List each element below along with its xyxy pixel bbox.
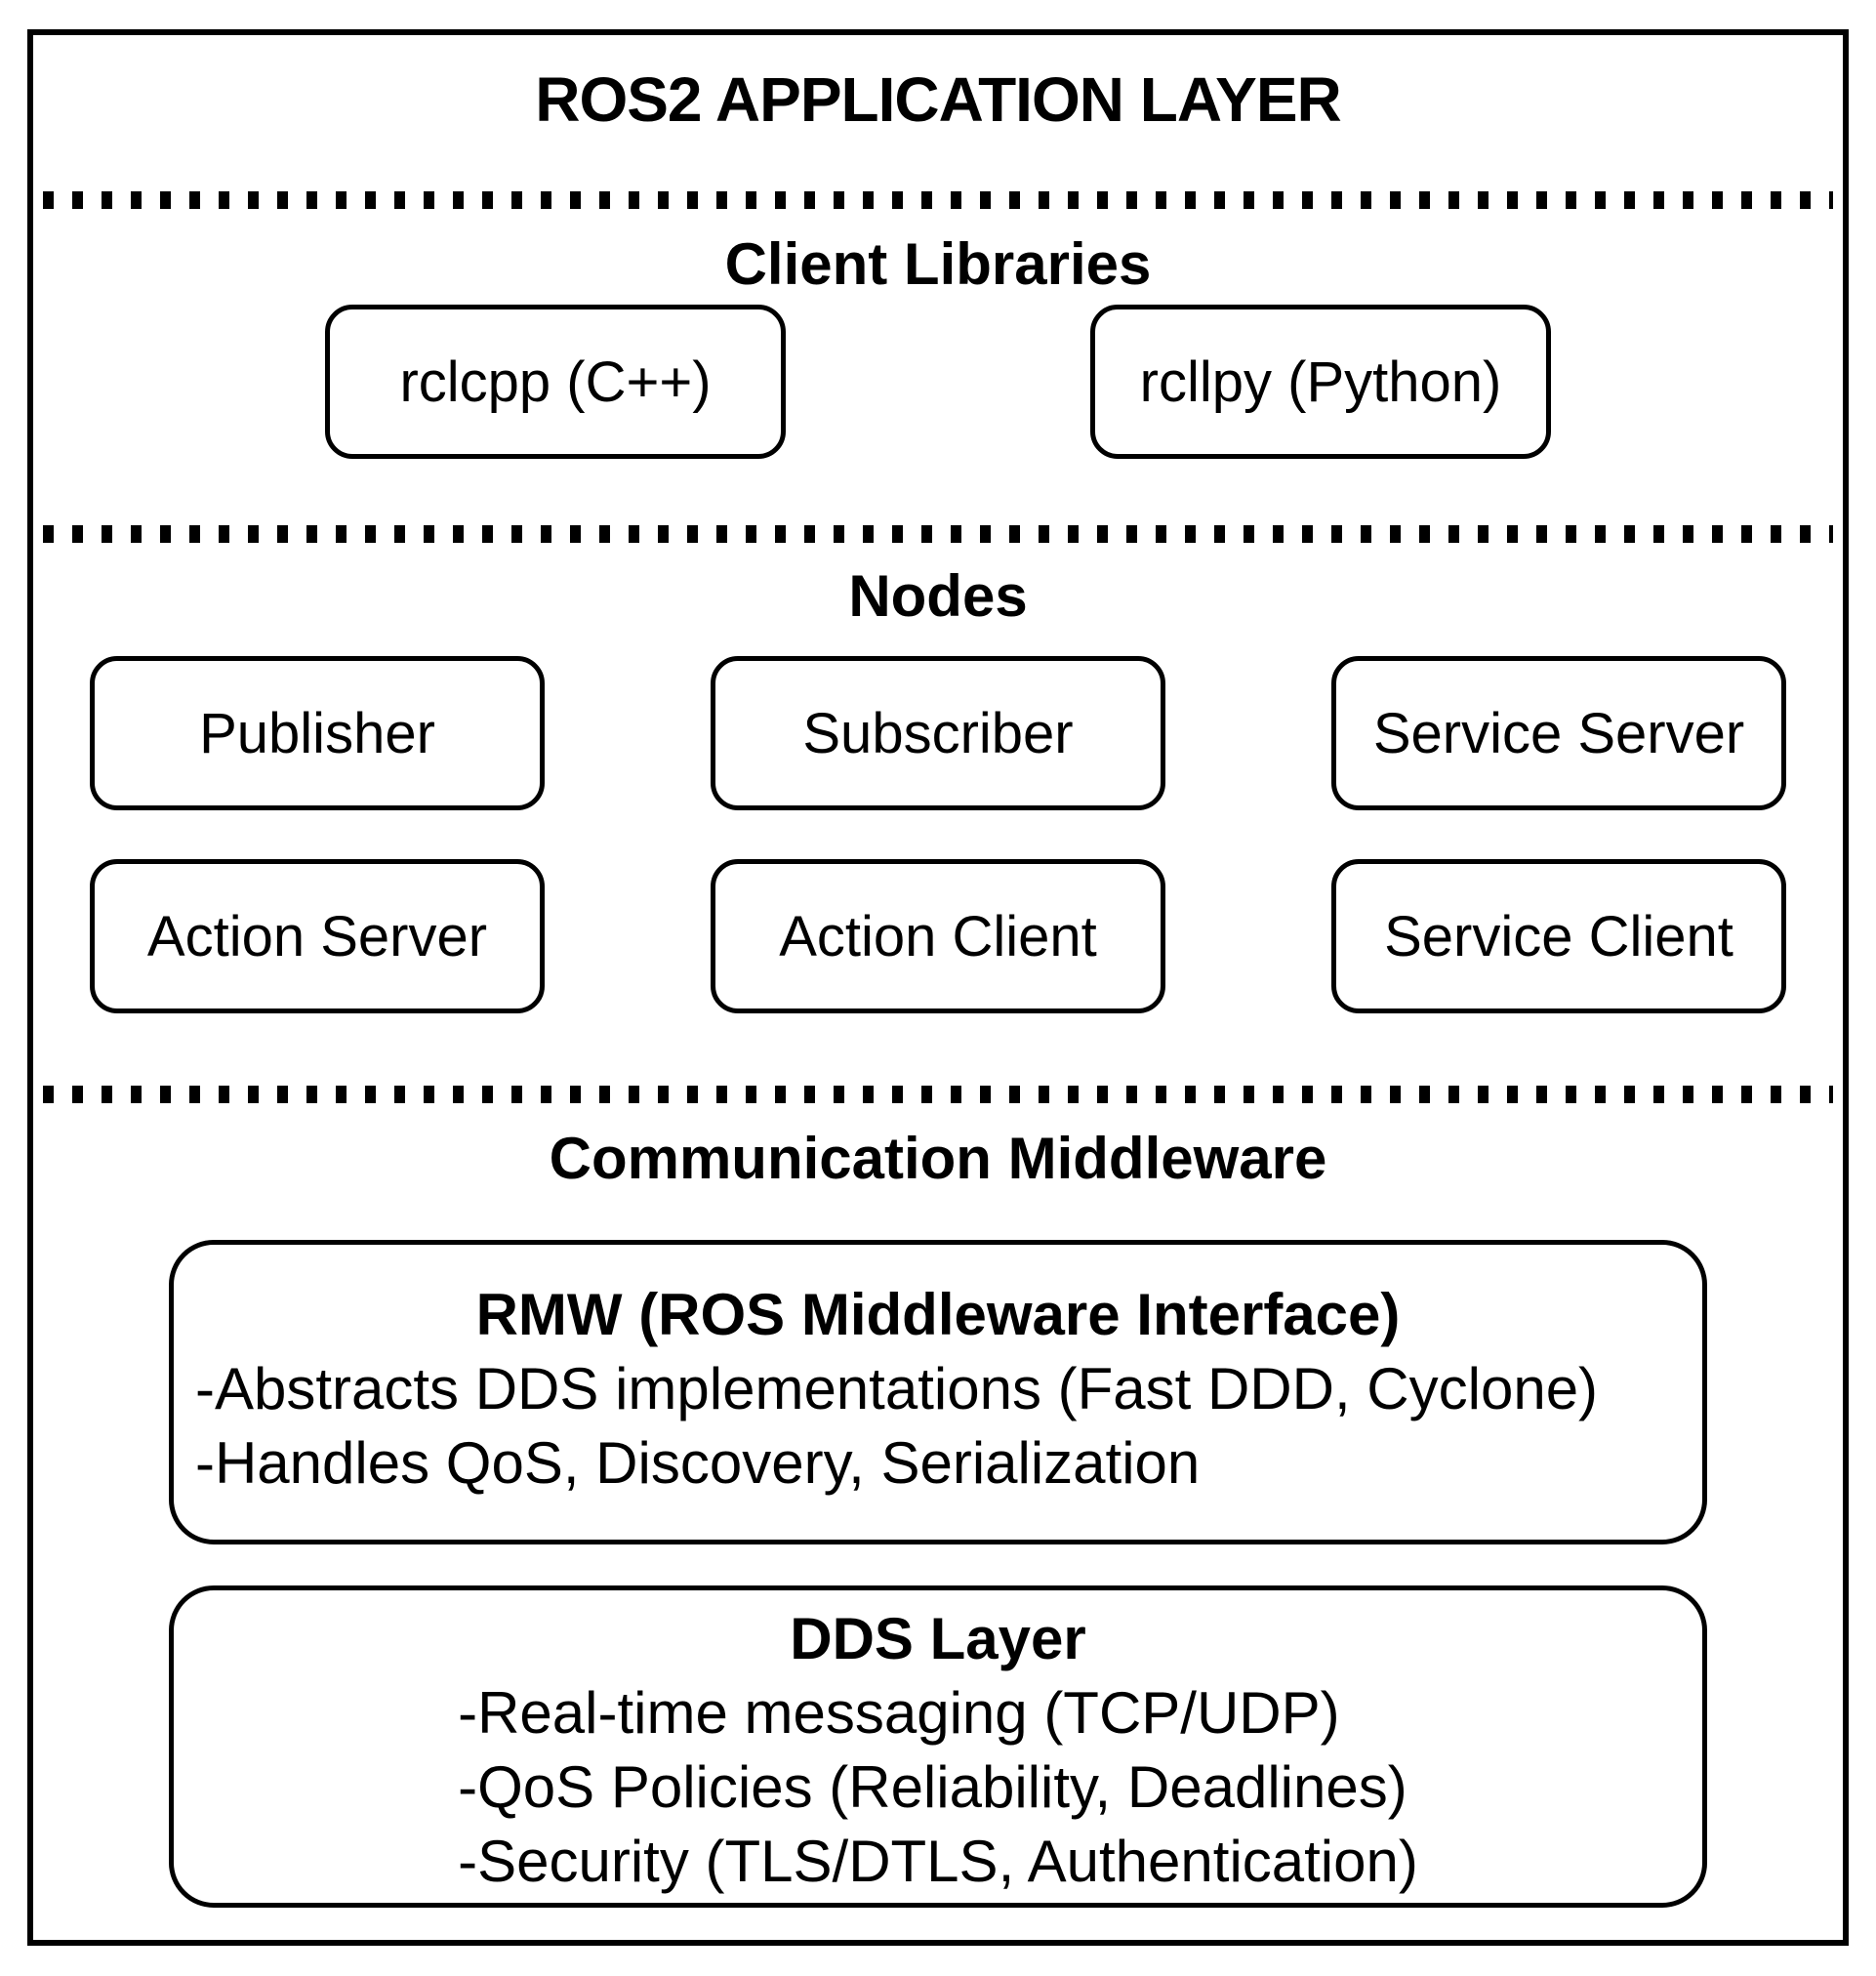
dds-box: DDS Layer -Real-time messaging (TCP/UDP)… <box>169 1585 1707 1908</box>
box-action-client: Action Client <box>711 859 1165 1013</box>
section-header-nodes: Nodes <box>848 563 1028 629</box>
box-rcllpy: rcllpy (Python) <box>1090 305 1551 459</box>
section-header-client-libraries: Client Libraries <box>724 231 1152 297</box>
dds-title: DDS Layer <box>790 1606 1086 1671</box>
rmw-box: RMW (ROS Middleware Interface) -Abstract… <box>169 1240 1707 1544</box>
box-service-server: Service Server <box>1331 656 1786 810</box>
rmw-bullet: -Abstracts DDS implementations (Fast DDD… <box>195 1356 1599 1421</box>
rmw-bullets: -Abstracts DDS implementations (Fast DDD… <box>195 1352 1681 1501</box>
box-service-client: Service Client <box>1331 859 1786 1013</box>
box-rclcpp: rclcpp (C++) <box>325 305 786 459</box>
nodes-grid: Publisher Subscriber Service Server Acti… <box>33 656 1843 1013</box>
box-subscriber: Subscriber <box>711 656 1165 810</box>
diagram-title: ROS2 APPLICATION LAYER <box>535 64 1342 135</box>
dds-bullet: -Real-time messaging (TCP/UDP) <box>458 1680 1340 1746</box>
dotted-divider <box>43 191 1833 209</box>
diagram-frame: ROS2 APPLICATION LAYER Client Libraries … <box>27 29 1849 1946</box>
section-header-communication-middleware: Communication Middleware <box>549 1126 1327 1191</box>
client-libraries-row: rclcpp (C++) rcllpy (Python) <box>33 305 1843 459</box>
box-publisher: Publisher <box>90 656 545 810</box>
rmw-title: RMW (ROS Middleware Interface) <box>475 1282 1401 1347</box>
dds-bullets: -Real-time messaging (TCP/UDP) -QoS Poli… <box>458 1676 1418 1899</box>
dotted-divider <box>43 525 1833 543</box>
dds-bullet: -Security (TLS/DTLS, Authentication) <box>458 1829 1418 1894</box>
box-action-server: Action Server <box>90 859 545 1013</box>
rmw-bullet: -Handles QoS, Discovery, Serialization <box>195 1430 1201 1496</box>
dotted-divider <box>43 1086 1833 1103</box>
dds-bullet: -QoS Policies (Reliability, Deadlines) <box>458 1754 1407 1820</box>
